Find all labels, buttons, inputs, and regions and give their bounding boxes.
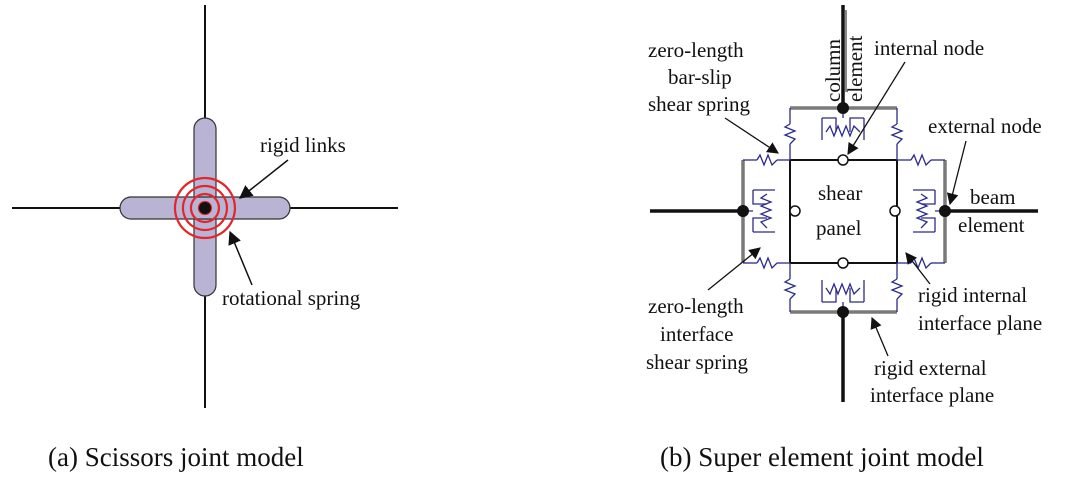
shear-panel-label-2: panel [816,216,862,240]
interface-label-1: zero-length [648,294,744,318]
spring-icon [890,123,904,145]
external-node-left [737,205,749,217]
bar-slip-springs [743,108,945,312]
spring-icon [890,278,904,300]
rigid-internal-arrow [905,252,931,285]
internal-node-right [889,205,901,217]
external-node-bottom [837,306,849,318]
internal-node-label: internal node [874,36,984,60]
rotational-spring-arrow [228,230,253,286]
rigid-internal-label-1: rigid internal [918,283,1027,307]
spring-icon [783,278,797,300]
internal-node-top [837,154,849,166]
external-node-top [837,102,849,114]
rigid-links-label: rigid links [260,133,346,157]
panel-a-caption: (a) Scissors joint model [48,442,304,472]
rigid-external-label-1: rigid external [874,356,987,380]
interface-arrow [707,247,761,291]
external-node-label: external node [928,114,1042,138]
center-node [199,202,211,214]
interface-label-2: interface [660,322,733,346]
interface-label-3: shear spring [646,350,749,374]
super-element-joint-panel: column element internal node external no… [646,5,1042,472]
corner-connectors [743,108,945,312]
barslip-label-2: bar-slip [668,65,732,89]
spring-icon [910,153,932,167]
spring-icon [756,153,778,167]
spring-icon [783,123,797,145]
panel-b-caption: (b) Super element joint model [660,442,984,472]
rotational-spring-label: rotational spring [222,286,361,310]
rigid-external-planes [741,106,947,314]
rigid-external-arrow [870,316,889,357]
beam-label: beam [970,185,1015,209]
spring-icon [756,256,778,270]
shear-panel-box [789,159,898,264]
internal-node-arrow [847,61,906,155]
barslip-label-3: shear spring [648,92,751,116]
barslip-arrow [724,117,779,154]
barslip-label-1: zero-length [648,38,744,62]
column-label: column [821,39,845,102]
scissors-joint-panel: rigid links rotational spring (a) Scisso… [12,5,398,472]
rigid-links-arrow [238,159,289,199]
beam-element-label: element [958,213,1025,237]
interface-springs [756,123,932,300]
internal-node-bottom [837,257,849,269]
internal-node-left [789,205,801,217]
rigid-external-label-2: interface plane [870,383,994,407]
external-node-right [939,205,951,217]
external-node-arrow [946,140,967,206]
column-element-label: element [843,35,867,102]
shear-panel-label-1: shear [818,181,862,205]
rigid-internal-label-2: interface plane [918,311,1042,335]
